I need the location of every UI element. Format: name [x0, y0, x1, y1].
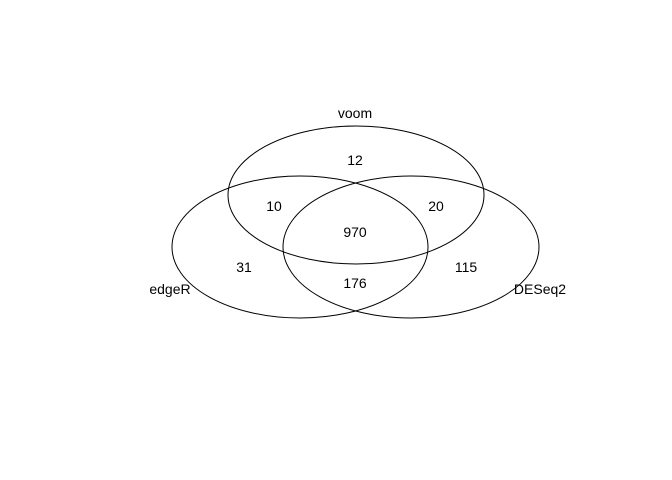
region-deseq2-only-count: 115: [455, 259, 478, 275]
region-edger-only-count: 31: [236, 259, 252, 275]
region-all-three-count: 970: [343, 224, 367, 240]
voom-set-label: voom: [338, 105, 372, 121]
region-edger-deseq2-count: 176: [343, 275, 367, 291]
edger-set-ellipse: [171, 175, 429, 319]
deseq2-set-label: DESeq2: [514, 281, 566, 297]
region-voom-deseq2-count: 20: [428, 198, 444, 214]
region-voom-only-count: 12: [347, 152, 363, 168]
voom-set-ellipse: [227, 125, 485, 265]
deseq2-set-ellipse: [282, 175, 540, 319]
edger-set-label: edgeR: [149, 281, 190, 297]
region-voom-edger-count: 10: [266, 198, 282, 214]
